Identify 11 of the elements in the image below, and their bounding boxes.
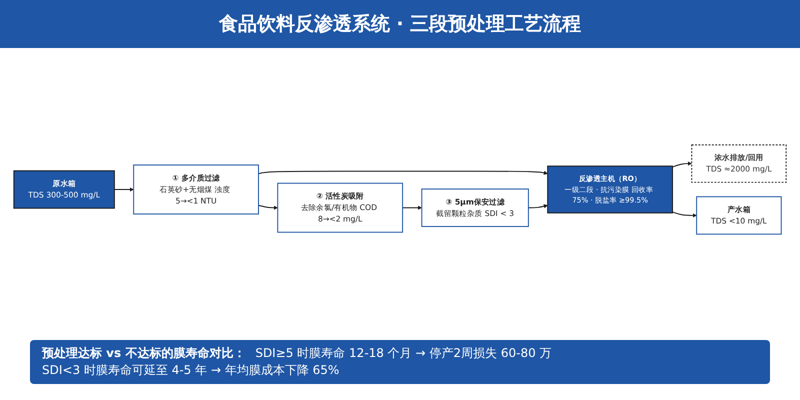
arrow: [258, 171, 548, 176]
arrow: [402, 206, 422, 210]
arrow: [114, 188, 134, 192]
note-text: SDI<3 时膜寿命可延至 4-5 年 → 年均膜成本下降 65%: [42, 362, 340, 379]
note-text: SDI≥5 时膜寿命 12-18 个月 → 停产2周损失 60-80 万: [255, 345, 552, 362]
arrow: [528, 204, 548, 209]
arrow: [672, 162, 692, 168]
arrow: [258, 205, 278, 210]
arrow: [672, 212, 697, 218]
note-heading: 预处理达标 vs 不达标的膜寿命对比：: [42, 345, 246, 362]
title-banner: 食品饮料反渗透系统 · 三段预处理工艺流程: [0, 0, 800, 48]
